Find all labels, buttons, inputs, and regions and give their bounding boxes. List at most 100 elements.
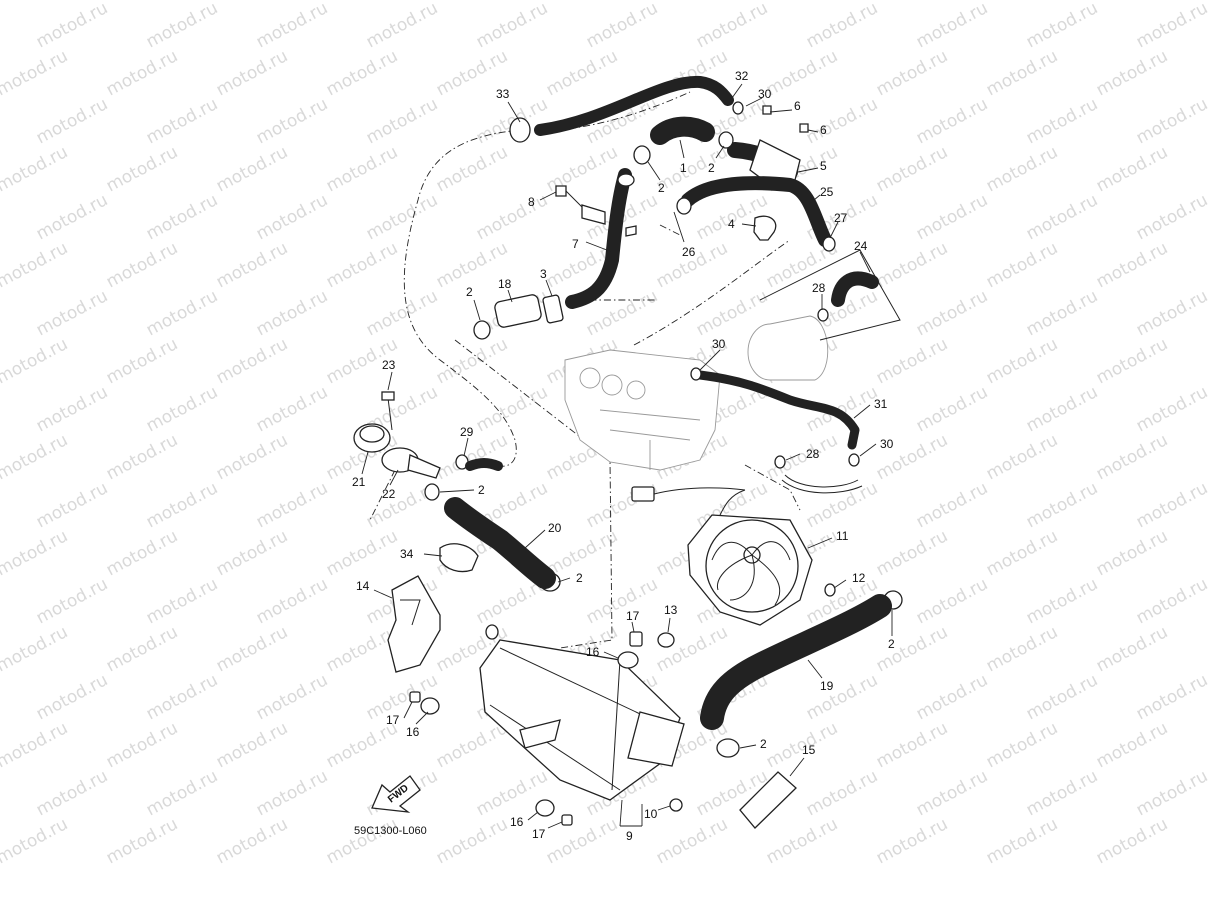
side-cover — [387, 575, 441, 673]
radiator — [479, 639, 685, 801]
leader-lines — [361, 83, 893, 829]
watermark-text: motod.ru — [103, 718, 181, 772]
part-label: 26 — [682, 245, 696, 259]
watermark-text: motod.ru — [913, 382, 991, 436]
watermark-text: motod.ru — [363, 190, 441, 244]
watermark-text: motod.ru — [873, 334, 951, 388]
watermark-text: motod.ru — [213, 814, 291, 868]
watermark-text: motod.ru — [1133, 190, 1211, 244]
watermark-text: motod.ru — [103, 814, 181, 868]
watermark-text: motod.ru — [433, 814, 511, 868]
part-label: 30 — [712, 337, 726, 351]
part-label: 29 — [460, 425, 474, 439]
watermark-text: motod.ru — [0, 622, 71, 676]
watermark-text: motod.ru — [1023, 286, 1101, 340]
watermark-text: motod.ru — [33, 478, 111, 532]
watermark-text: motod.ru — [323, 238, 401, 292]
watermark-text: motod.ru — [33, 286, 111, 340]
watermark-text: motod.ru — [1093, 142, 1171, 196]
watermark-text: motod.ru — [1023, 766, 1101, 820]
watermark-text: motod.ru — [653, 0, 731, 4]
watermark-text: motod.ru — [213, 46, 291, 100]
watermark-text: motod.ru — [433, 142, 511, 196]
watermark-text: motod.ru — [103, 46, 181, 100]
filler-neck — [353, 391, 503, 479]
watermark-text: motod.ru — [143, 766, 221, 820]
watermark-text: motod.ru — [253, 0, 331, 52]
watermark-text: motod.ru — [1023, 382, 1101, 436]
watermark-text: motod.ru — [0, 46, 71, 100]
part-label: 30 — [758, 87, 772, 101]
part-label: 7 — [572, 237, 579, 251]
watermark-text: motod.ru — [433, 0, 511, 4]
watermark-text: motod.ru — [1023, 478, 1101, 532]
watermark-text: motod.ru — [323, 46, 401, 100]
watermark-text: motod.ru — [873, 814, 951, 868]
watermark-text: motod.ru — [873, 238, 951, 292]
part-label: 3 — [540, 267, 547, 281]
watermark-text: motod.ru — [543, 814, 621, 868]
watermark-text: motod.ru — [33, 0, 111, 52]
watermark-text: motod.ru — [0, 430, 71, 484]
part-label: 21 — [352, 475, 366, 489]
watermark-text: motod.ru — [323, 622, 401, 676]
watermark-text: motod.ru — [33, 94, 111, 148]
part-label: 2 — [708, 161, 715, 175]
fwd-arrow-icon: FWD — [371, 775, 421, 813]
watermark-text: motod.ru — [253, 670, 331, 724]
grommets — [409, 583, 836, 826]
watermark-text: motod.ru — [1133, 670, 1211, 724]
part-label: 8 — [528, 195, 535, 209]
watermark-text: motod.ru — [1133, 382, 1211, 436]
pad-15 — [739, 771, 797, 829]
watermark-text: motod.ru — [1093, 814, 1171, 868]
part-label: 17 — [532, 827, 546, 841]
part-label: 2 — [576, 571, 583, 585]
watermark-text: motod.ru — [803, 94, 881, 148]
watermark-text: motod.ru — [583, 478, 661, 532]
part-label: 4 — [728, 217, 735, 231]
watermark-text: motod.ru — [33, 670, 111, 724]
watermark-text: motod.ru — [983, 46, 1061, 100]
part-label: 14 — [356, 579, 370, 593]
watermark-text: motod.ru — [913, 94, 991, 148]
watermark-text: motod.ru — [213, 430, 291, 484]
watermark-text: motod.ru — [1133, 574, 1211, 628]
part-label: 12 — [852, 571, 866, 585]
watermark-text: motod.ru — [213, 238, 291, 292]
watermark-text: motod.ru — [803, 0, 881, 52]
watermark-text: motod.ru — [33, 766, 111, 820]
watermark-text: motod.ru — [1093, 622, 1171, 676]
watermark-text: motod.ru — [143, 382, 221, 436]
watermark-text: motod.ru — [473, 94, 551, 148]
watermark-text: motod.ru — [213, 142, 291, 196]
part-label: 10 — [644, 807, 658, 821]
watermark-text: motod.ru — [103, 142, 181, 196]
part-label: 13 — [664, 603, 678, 617]
watermark-text: motod.ru — [0, 526, 71, 580]
watermark-text: motod.ru — [253, 478, 331, 532]
watermark-text: motod.ru — [653, 622, 731, 676]
watermark-text: motod.ru — [143, 286, 221, 340]
part-label: 2 — [466, 285, 473, 299]
part-label: 6 — [794, 99, 801, 113]
part-label: 16 — [586, 645, 600, 659]
part-label: 27 — [834, 211, 848, 225]
watermark-text: motod.ru — [363, 286, 441, 340]
hose-20 — [439, 497, 556, 589]
watermark-text: motod.ru — [323, 526, 401, 580]
watermark-text: motod.ru — [1093, 46, 1171, 100]
part-label: 25 — [820, 185, 834, 199]
watermark-text: motod.ru — [913, 574, 991, 628]
watermark-text: motod.ru — [873, 0, 951, 4]
watermark-text: motod.ru — [213, 718, 291, 772]
watermark-text: motod.ru — [873, 718, 951, 772]
watermark-text: motod.ru — [363, 670, 441, 724]
part-label: 16 — [406, 725, 420, 739]
watermark-text: motod.ru — [213, 334, 291, 388]
watermark-text: motod.ru — [253, 382, 331, 436]
part-label: 34 — [400, 547, 414, 561]
watermark-text: motod.ru — [473, 0, 551, 52]
watermark-text: motod.ru — [213, 622, 291, 676]
